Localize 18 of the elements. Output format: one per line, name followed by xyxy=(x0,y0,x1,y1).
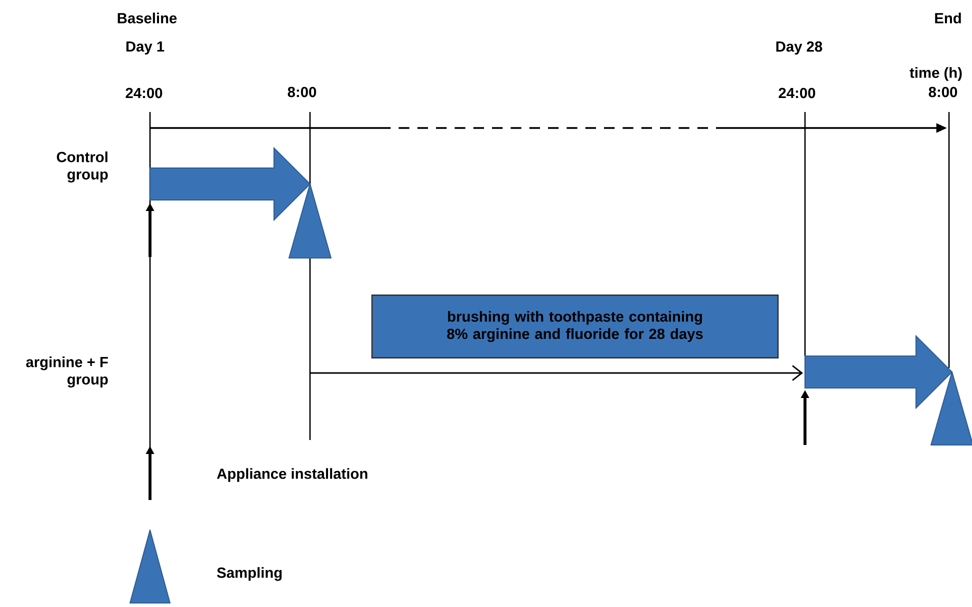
axis-label: time (h) xyxy=(910,67,962,81)
sampling-triangle xyxy=(288,183,332,259)
sampling-triangle xyxy=(930,371,972,446)
axis-label: End xyxy=(935,12,961,24)
axis-label: 24:00 xyxy=(778,88,816,98)
axis-label: arginine + F group xyxy=(26,356,108,388)
axis-label: Baseline xyxy=(118,12,177,24)
block-arrow xyxy=(149,146,311,222)
axis-label: Day 1 xyxy=(126,41,164,55)
axis-label: 8:00 xyxy=(288,86,316,98)
legend-label: Sampling xyxy=(217,567,282,581)
axis-label: Control group xyxy=(56,151,108,183)
block-arrow xyxy=(804,334,953,410)
axis-label: 8:00 xyxy=(928,86,958,98)
axis-label: 24:00 xyxy=(126,88,162,98)
text-box: brushing with toothpaste containing 8% arginine and fluoride for 28 days xyxy=(371,294,779,358)
legend-label: Appliance installation xyxy=(216,468,368,482)
axis-label: Day 28 xyxy=(776,41,822,55)
